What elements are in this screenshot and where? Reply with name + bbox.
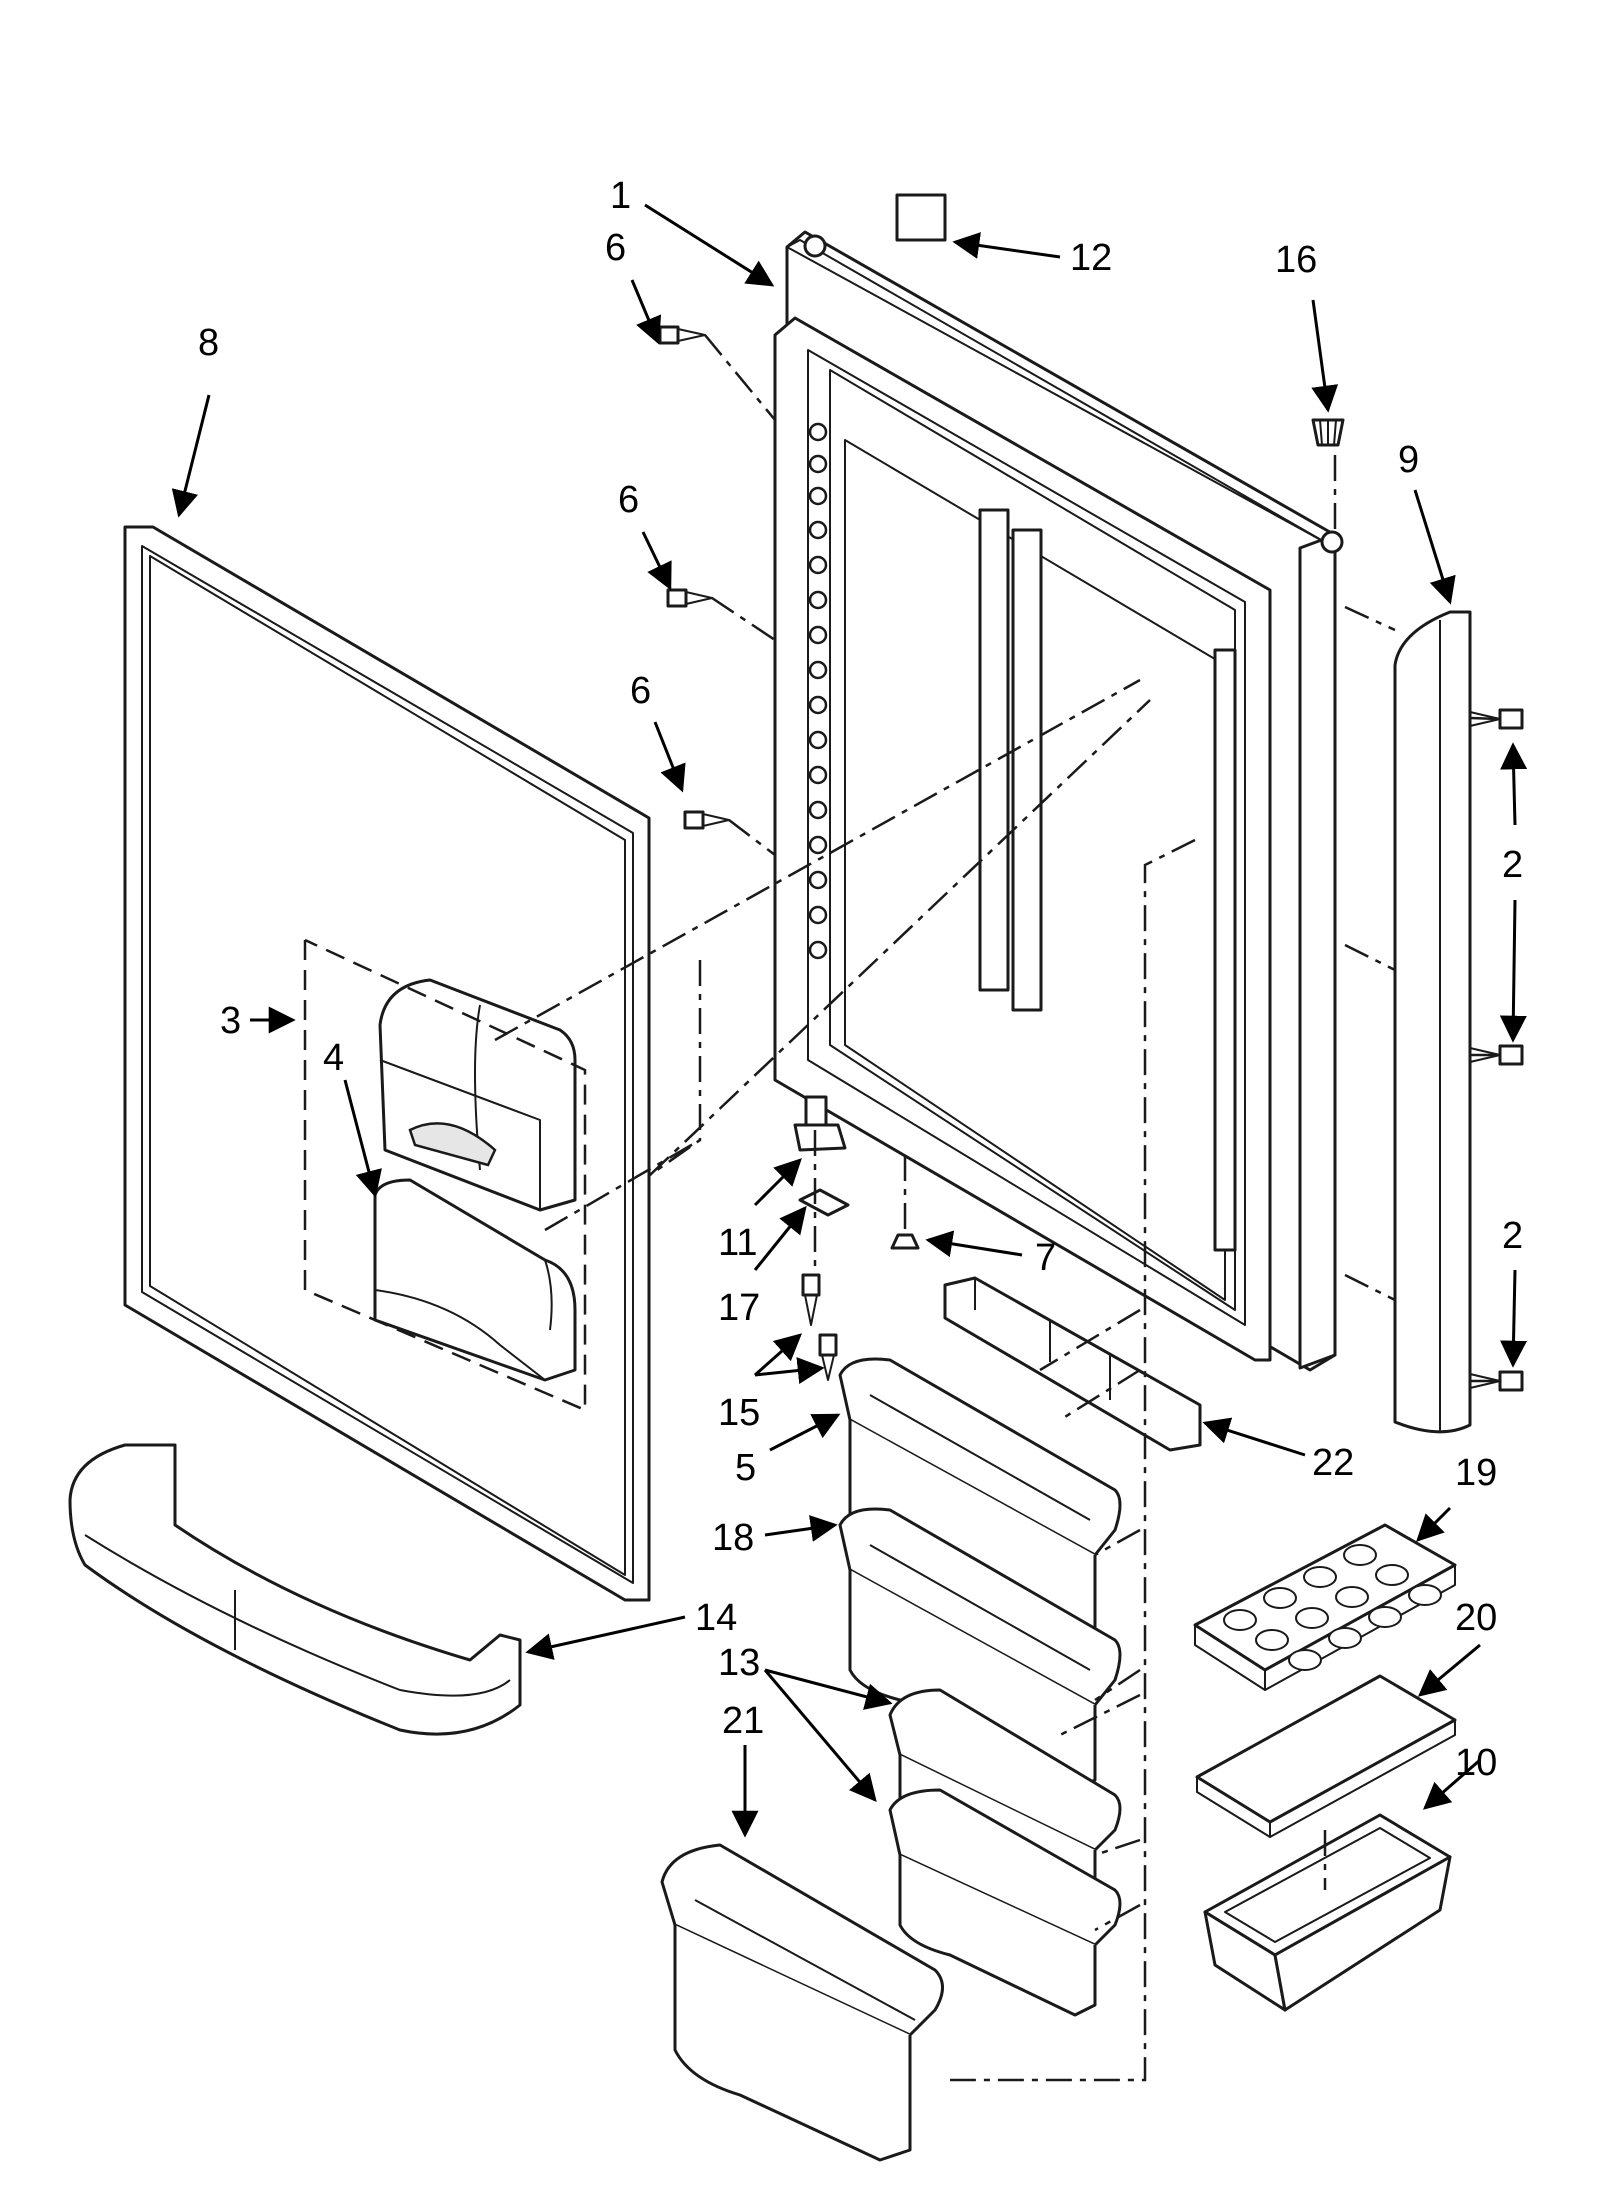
callout-9: 9 bbox=[1398, 439, 1419, 481]
liner-screw bbox=[683, 810, 730, 830]
door-bin-small-lower bbox=[888, 1788, 1122, 2017]
callout-labels: 1 12 6 6 6 16 8 9 2 2 3 4 11 17 15 7 22 … bbox=[198, 175, 1523, 1784]
callout-19: 19 bbox=[1455, 1452, 1497, 1494]
callout-22: 22 bbox=[1312, 1442, 1354, 1484]
callout-21: 21 bbox=[722, 1700, 764, 1742]
hinge-screw bbox=[801, 1273, 821, 1326]
callout-6-mid: 6 bbox=[618, 479, 639, 521]
callout-3: 3 bbox=[220, 1000, 241, 1042]
liner-screw bbox=[666, 588, 713, 608]
door-label bbox=[895, 193, 947, 242]
liner-mounting-bosses bbox=[808, 422, 828, 960]
egg-tray bbox=[1193, 1523, 1457, 1691]
callout-2-upper: 2 bbox=[1502, 844, 1523, 886]
callout-6-top: 6 bbox=[605, 227, 626, 269]
hinge-bushing bbox=[1311, 418, 1345, 447]
trim-screw bbox=[1469, 708, 1524, 730]
dispenser-tray bbox=[373, 1178, 577, 1382]
trim-screw bbox=[1469, 1370, 1524, 1392]
callout-5: 5 bbox=[735, 1447, 756, 1489]
butter-compartment-bin bbox=[1203, 1813, 1452, 2012]
hinge-shim bbox=[798, 1188, 850, 1217]
dispenser-assembly-outline bbox=[303, 938, 587, 1412]
callout-16: 16 bbox=[1275, 239, 1317, 281]
callout-13: 13 bbox=[718, 1642, 760, 1684]
leader-lines bbox=[171, 203, 1528, 1838]
callout-17: 17 bbox=[718, 1287, 760, 1329]
door-stop bbox=[890, 1233, 920, 1250]
egg-cups bbox=[1223, 1544, 1442, 1671]
callout-10: 10 bbox=[1455, 1742, 1497, 1784]
callout-1: 1 bbox=[610, 175, 631, 217]
callout-8: 8 bbox=[198, 322, 219, 364]
callout-15: 15 bbox=[718, 1392, 760, 1434]
door-bin-upper bbox=[838, 1357, 1122, 1642]
callout-11: 11 bbox=[718, 1222, 757, 1264]
callout-4: 4 bbox=[323, 1037, 344, 1079]
butter-compartment-lid bbox=[1195, 1674, 1457, 1838]
alignment-lines bbox=[494, 334, 1501, 2082]
callout-12: 12 bbox=[1070, 237, 1112, 279]
liner-screw bbox=[658, 325, 706, 345]
callout-6-low: 6 bbox=[630, 670, 651, 712]
hinge-screw bbox=[818, 1333, 838, 1381]
bin-support-rail bbox=[943, 1276, 1202, 1452]
door-hinge-pin bbox=[793, 1095, 847, 1152]
door-shelf-rail bbox=[68, 1443, 522, 1736]
callout-18: 20 bbox=[1455, 1597, 1497, 1639]
callout-2-lower: 2 bbox=[1502, 1215, 1523, 1257]
dispenser-housing bbox=[378, 978, 577, 1212]
door-bin-large bbox=[660, 1843, 944, 2162]
callout-20: 18 bbox=[712, 1517, 754, 1559]
callout-14: 14 bbox=[695, 1597, 737, 1639]
callout-7: 7 bbox=[1035, 1237, 1056, 1279]
door-liner bbox=[773, 230, 1344, 1372]
trim-screw bbox=[1469, 1044, 1524, 1066]
door-side-trim bbox=[1393, 610, 1472, 1434]
